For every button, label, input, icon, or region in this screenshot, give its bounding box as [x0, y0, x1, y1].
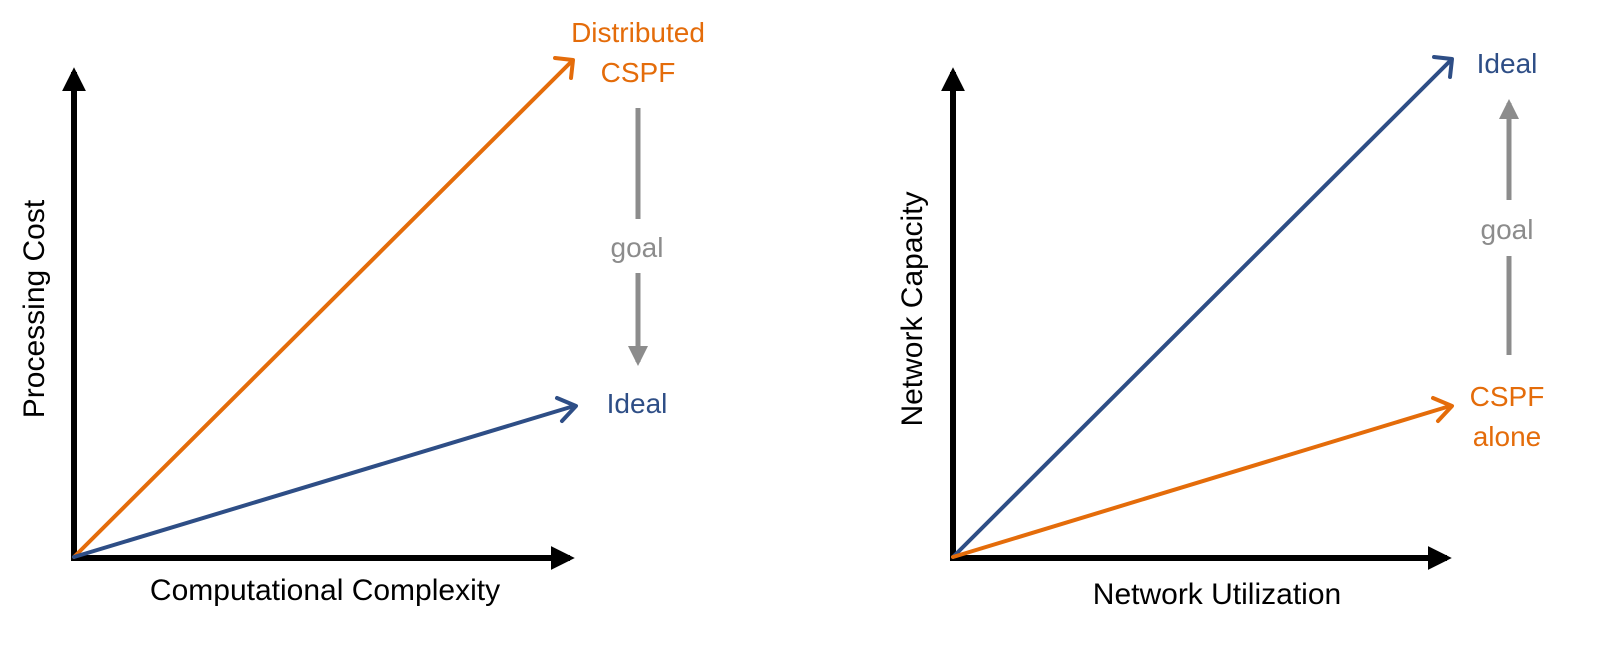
right-orange-arrowhead	[1431, 396, 1454, 423]
right-orange-label-line1: CSPF	[1470, 381, 1545, 412]
right-y-axis-label: Network Capacity	[896, 191, 929, 426]
right-x-axis-label: Network Utilization	[1093, 578, 1341, 611]
left-goal-label: goal	[611, 232, 664, 263]
left-orange-line	[72, 60, 573, 559]
right-orange-label-line2: alone	[1473, 421, 1542, 452]
left-orange-label-line2: CSPF	[601, 57, 676, 88]
right-blue-line	[951, 59, 1452, 559]
right-blue-arrowhead	[1432, 55, 1454, 79]
left-blue-line	[72, 404, 576, 559]
right-diagram: Ideal goal CSPF alone Network Capacity N…	[896, 48, 1544, 611]
left-blue-label: Ideal	[607, 388, 668, 419]
right-goal-label: goal	[1481, 214, 1534, 245]
left-y-axis-label: Processing Cost	[18, 199, 51, 418]
left-x-axis-label: Computational Complexity	[150, 574, 500, 607]
left-diagram: Distributed CSPF goal Ideal Processing C…	[18, 17, 705, 607]
left-orange-label-line1: Distributed	[571, 17, 705, 48]
right-blue-label: Ideal	[1477, 48, 1538, 79]
left-orange-arrowhead	[553, 56, 575, 80]
left-blue-arrowhead	[555, 396, 578, 423]
right-orange-line	[951, 404, 1452, 559]
